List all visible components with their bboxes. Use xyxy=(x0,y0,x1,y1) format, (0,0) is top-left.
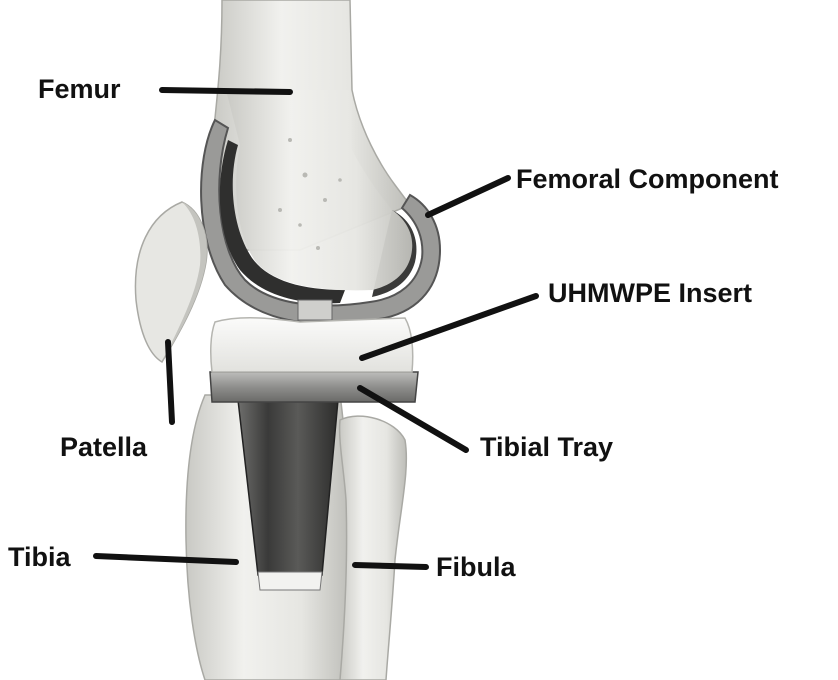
tibial-tray xyxy=(210,372,418,402)
patella-leader xyxy=(168,342,172,422)
label-patella: Patella xyxy=(60,432,148,462)
fibula-leader xyxy=(355,565,426,567)
label-femur: Femur xyxy=(38,74,121,104)
label-tibia: Tibia xyxy=(8,542,72,572)
label-fibula: Fibula xyxy=(436,552,516,582)
femoral-component-leader xyxy=(428,178,508,215)
fibula-bone xyxy=(340,416,407,680)
label-uhmwpe-insert: UHMWPE Insert xyxy=(548,278,752,308)
label-femoral-component: Femoral Component xyxy=(516,164,779,194)
tibial-stem-tip xyxy=(258,572,322,590)
uhmwpe-insert-shape xyxy=(211,318,413,372)
femoral-peg xyxy=(298,300,332,320)
label-tibial-tray: Tibial Tray xyxy=(480,432,613,462)
femur-leader xyxy=(162,90,290,92)
